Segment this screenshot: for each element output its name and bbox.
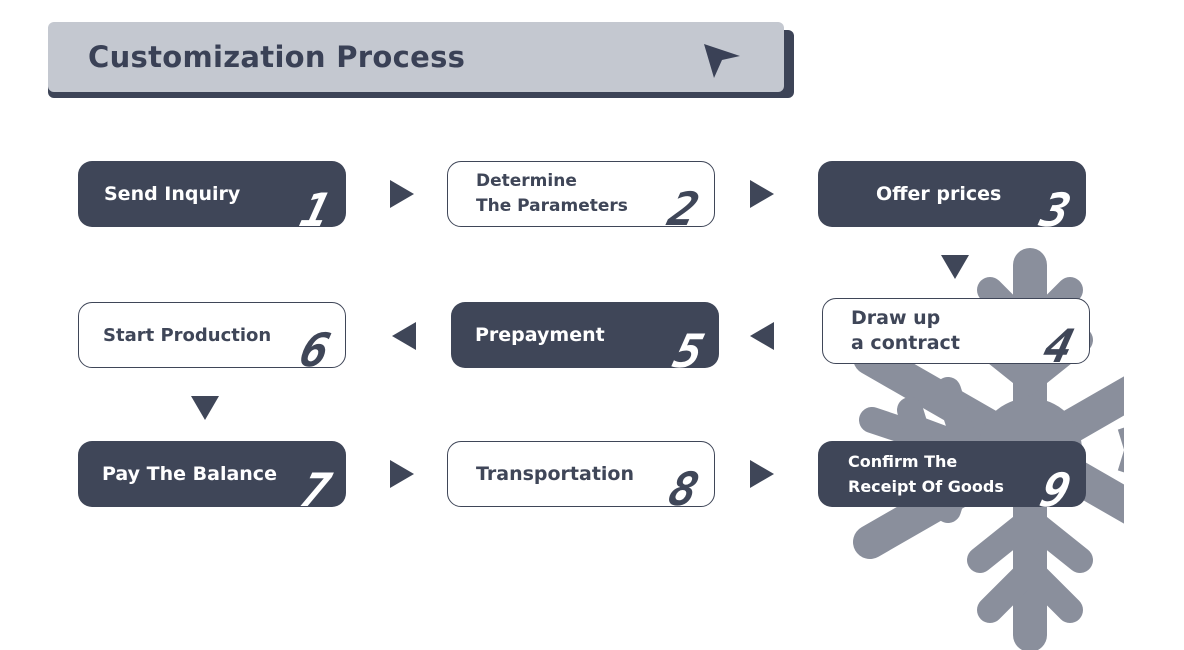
arrow-left-icon	[750, 322, 774, 350]
step-label: Pay The Balance	[102, 462, 277, 485]
arrow-right-icon	[750, 460, 774, 488]
step-offer-prices: Offer prices 3	[818, 161, 1086, 227]
arrow-down-icon	[941, 255, 969, 279]
step-label: Determine The Parameters	[476, 171, 628, 216]
step-number: 3	[1035, 183, 1077, 227]
step-send-inquiry: Send Inquiry 1	[78, 161, 346, 227]
step-label: Prepayment	[475, 323, 605, 346]
step-label: Start Production	[103, 324, 272, 346]
step-label: Offer prices	[876, 182, 1002, 205]
step-determine-parameters: Determine The Parameters 2	[447, 161, 715, 227]
step-confirm-receipt: Confirm The Receipt Of Goods 9	[818, 441, 1086, 507]
arrow-right-icon	[390, 460, 414, 488]
step-transportation: Transportation 8	[447, 441, 715, 507]
step-start-production: Start Production 6	[78, 302, 346, 368]
step-label: Draw up a contract	[851, 307, 960, 354]
step-label: Send Inquiry	[104, 182, 241, 205]
header-banner: Customization Process	[48, 22, 784, 92]
step-number: 5	[668, 324, 710, 368]
arrow-right-icon	[390, 180, 414, 208]
arrow-down-icon	[191, 396, 219, 420]
page-title: Customization Process	[88, 40, 466, 74]
arrow-left-icon	[392, 322, 416, 350]
step-number: 4	[1038, 319, 1080, 364]
step-label: Confirm The Receipt Of Goods	[848, 452, 1004, 496]
step-number: 9	[1035, 463, 1077, 507]
step-number: 8	[663, 462, 705, 507]
step-draw-up-contract: Draw up a contract 4	[822, 298, 1090, 364]
step-pay-balance: Pay The Balance 7	[78, 441, 346, 507]
arrow-right-icon	[750, 180, 774, 208]
step-number: 2	[663, 182, 705, 227]
step-number: 1	[295, 183, 337, 227]
step-label: Transportation	[476, 462, 635, 485]
step-number: 7	[295, 463, 337, 507]
step-number: 6	[294, 323, 336, 368]
step-prepayment: Prepayment 5	[451, 302, 719, 368]
cursor-arrow-icon	[704, 44, 740, 78]
